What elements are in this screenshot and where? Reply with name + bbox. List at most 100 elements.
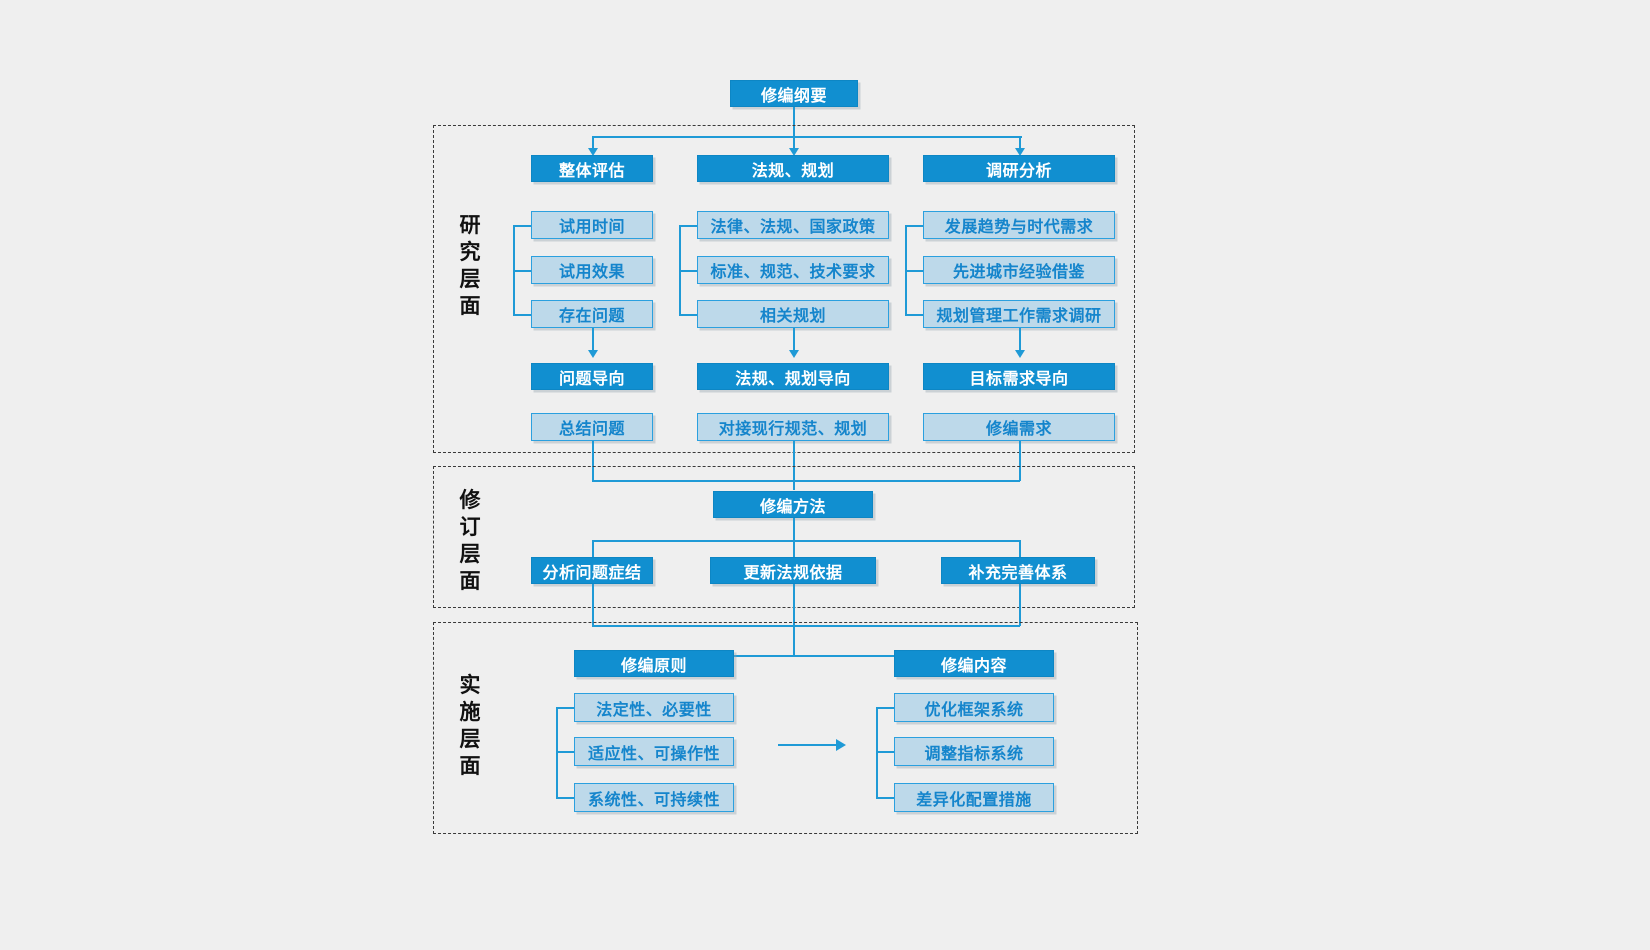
node-revision-item-0[interactable]: 分析问题症结: [531, 557, 653, 584]
node-impl-group2-item-2[interactable]: 差异化配置措施: [894, 783, 1054, 812]
connector-root-drop-1: [592, 136, 594, 150]
connector-method-stem: [793, 518, 795, 541]
connector-outcome2-down-to-method: [793, 441, 795, 490]
layer-label-char: 研: [459, 213, 481, 237]
node-research-col3-header[interactable]: 调研分析: [923, 155, 1115, 182]
connector-group2-bracket-arm-1: [876, 751, 894, 753]
node-research-col1-item-2[interactable]: 存在问题: [531, 300, 653, 328]
connector-col2-bracket-arm-2: [679, 314, 697, 316]
connector-impl-bus: [656, 655, 976, 657]
arrowhead-root-1: [588, 148, 598, 156]
node-root[interactable]: 修编纲要: [730, 80, 858, 107]
node-label: 法律、法规、国家政策: [710, 217, 876, 236]
layer-label-char: 修: [459, 488, 481, 512]
node-research-col2-outcome[interactable]: 对接现行规范、规划: [697, 413, 889, 441]
connector-col1-bracket-arm-0: [513, 225, 531, 227]
node-impl-group1-item-1[interactable]: 适应性、可操作性: [574, 737, 734, 766]
layer-container-revision: [433, 466, 1135, 608]
node-label: 发展趋势与时代需求: [944, 217, 1094, 236]
node-research-col3-outcome[interactable]: 修编需求: [923, 413, 1115, 441]
arrowhead-root-2: [789, 148, 799, 156]
connector-outcome1-down: [592, 441, 594, 481]
node-label: 法规、规划导向: [735, 368, 851, 388]
node-label: 差异化配置措施: [916, 789, 1032, 809]
layer-label-research: 研 究 层 面: [455, 212, 485, 320]
connector-group1-bracket-arm-0: [556, 707, 574, 709]
node-label: 更新法规依据: [743, 562, 843, 582]
node-label: 对接现行规范、规划: [718, 419, 868, 438]
connector-revision-item1-down: [592, 584, 594, 626]
connector-revision-item2-down: [793, 584, 795, 656]
node-research-col1-header[interactable]: 整体评估: [531, 155, 653, 182]
node-label: 系统性、可持续性: [587, 789, 720, 809]
node-research-col3-item-2[interactable]: 规划管理工作需求调研: [923, 300, 1115, 328]
node-label: 标准、规范、技术要求: [710, 262, 876, 281]
layer-label-revision: 修 订 层 面: [455, 487, 485, 595]
node-research-col1-outcome[interactable]: 总结问题: [531, 413, 653, 441]
arrowhead-col2-orientation: [789, 350, 799, 358]
connector-col2-bracket-arm-1: [679, 270, 697, 272]
connector-outcome3-down: [1019, 441, 1021, 481]
connector-group2-bracket-arm-2: [876, 797, 894, 799]
connector-method-drop-2: [793, 540, 795, 557]
node-impl-group1-header[interactable]: 修编原则: [574, 650, 734, 677]
node-research-col3-orientation[interactable]: 目标需求导向: [923, 363, 1115, 390]
connector-method-bus: [592, 540, 1020, 542]
layer-label-char: 面: [459, 753, 481, 778]
node-label: 总结问题: [558, 419, 625, 438]
node-research-col1-orientation[interactable]: 问题导向: [531, 363, 653, 390]
node-label: 整体评估: [558, 160, 625, 180]
node-research-col2-header[interactable]: 法规、规划: [697, 155, 889, 182]
connector-revision-merge-bus: [592, 625, 1020, 627]
node-label: 法定性、必要性: [596, 699, 712, 719]
node-label: 试用时间: [558, 217, 625, 236]
node-research-col3-item-1[interactable]: 先进城市经验借鉴: [923, 256, 1115, 284]
connector-method-drop-1: [592, 540, 594, 557]
node-impl-group1-item-0[interactable]: 法定性、必要性: [574, 693, 734, 722]
node-impl-group2-item-1[interactable]: 调整指标系统: [894, 737, 1054, 766]
layer-container-research: [433, 125, 1135, 453]
layer-label-char: 层: [459, 726, 481, 751]
node-label: 法规、规划: [751, 160, 835, 180]
connector-group2-bracket-arm-0: [876, 707, 894, 709]
node-label: 调研分析: [985, 160, 1052, 180]
node-label: 优化框架系统: [924, 699, 1024, 719]
node-impl-group2-item-0[interactable]: 优化框架系统: [894, 693, 1054, 722]
connector-root-drop-3: [1019, 136, 1021, 150]
layer-label-char: 面: [459, 293, 481, 318]
node-label: 相关规划: [759, 306, 826, 325]
connector-between-groups: [778, 744, 838, 746]
node-label: 修编原则: [620, 655, 687, 675]
node-impl-group1-item-2[interactable]: 系统性、可持续性: [574, 783, 734, 812]
node-revision-item-1[interactable]: 更新法规依据: [710, 557, 876, 584]
connector-col3-to-orientation: [1019, 328, 1021, 352]
node-research-col2-orientation[interactable]: 法规、规划导向: [697, 363, 889, 390]
node-label: 修编纲要: [760, 85, 827, 105]
connector-col3-bracket-arm-0: [905, 225, 923, 227]
connector-root-stem: [793, 107, 795, 137]
node-research-col1-item-1[interactable]: 试用效果: [531, 256, 653, 284]
node-label: 适应性、可操作性: [587, 743, 720, 763]
node-revision-item-2[interactable]: 补充完善体系: [941, 557, 1095, 584]
node-research-col1-item-0[interactable]: 试用时间: [531, 211, 653, 239]
node-label: 试用效果: [558, 262, 625, 281]
connector-group1-bracket-arm-2: [556, 797, 574, 799]
node-revision-header[interactable]: 修编方法: [713, 491, 873, 518]
node-research-col2-item-2[interactable]: 相关规划: [697, 300, 889, 328]
layer-label-char: 究: [459, 239, 481, 264]
node-impl-group2-header[interactable]: 修编内容: [894, 650, 1054, 677]
connector-outcome-merge-bus: [592, 480, 1020, 482]
node-research-col2-item-0[interactable]: 法律、法规、国家政策: [697, 211, 889, 239]
connector-root-bus: [592, 136, 1022, 138]
connector-method-drop-3: [1019, 540, 1021, 557]
layer-label-char: 面: [459, 568, 481, 593]
node-research-col3-item-0[interactable]: 发展趋势与时代需求: [923, 211, 1115, 239]
node-research-col2-item-1[interactable]: 标准、规范、技术要求: [697, 256, 889, 284]
connector-col3-bracket-arm-1: [905, 270, 923, 272]
arrow-right-icon: [836, 739, 846, 751]
node-label: 分析问题症结: [542, 562, 642, 582]
layer-label-char: 施: [459, 699, 481, 724]
connector-col3-bracket-arm-2: [905, 314, 923, 316]
arrowhead-col3-orientation: [1015, 350, 1025, 358]
